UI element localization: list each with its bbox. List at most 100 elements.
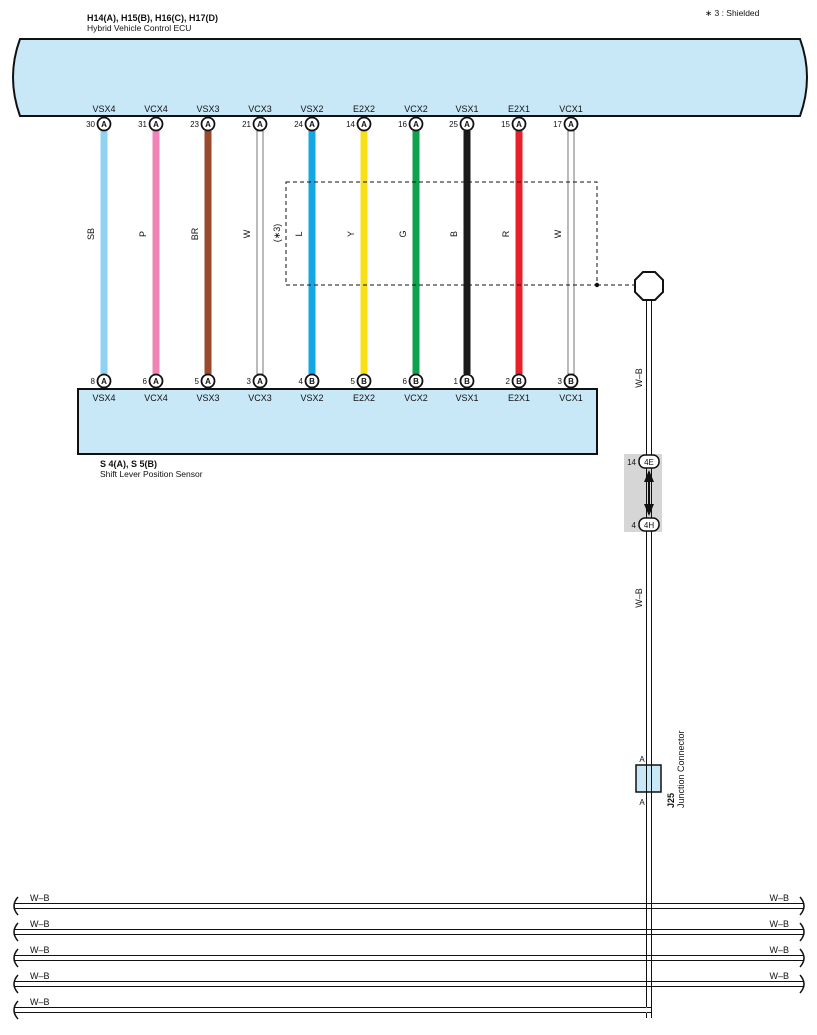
shield-junction-dot: [594, 282, 600, 288]
wire-stroke: [152, 131, 160, 374]
sensor-pin-number: 5: [351, 377, 356, 386]
junction-code: J25: [666, 793, 676, 808]
sensor-pin-connector: [459, 373, 475, 389]
splice-bottom-num: 4: [632, 521, 637, 530]
ecu-pin-number: 16: [398, 120, 407, 129]
junction-pin-bottom: A: [639, 798, 645, 807]
bus-line-0: W–B W–B: [13, 893, 805, 916]
wire-stroke: [308, 131, 316, 374]
wire-stroke: [360, 131, 368, 374]
ecu-pin-number: 14: [346, 120, 355, 129]
sensor-pin-connector: [200, 373, 216, 389]
splice-bottom-code: 4H: [644, 521, 654, 530]
bus-break-right-icon: [799, 948, 805, 968]
wire-color-label: W: [553, 229, 563, 238]
bus-break-right-icon: [799, 922, 805, 942]
sensor-pin-conn-letter: A: [205, 377, 211, 386]
sensor-pin-conn-letter: A: [153, 377, 159, 386]
ecu-pin-conn-letter: A: [516, 120, 522, 129]
wire-stroke: [463, 131, 471, 374]
splice-top-code: 4E: [644, 458, 654, 467]
ecu-pin-conn-letter: A: [464, 120, 470, 129]
ecu-pin-number: 21: [242, 120, 251, 129]
ecu-pin-connector: [511, 116, 527, 132]
sensor-pin-number: 3: [558, 377, 563, 386]
ecu-pin-connector: [459, 116, 475, 132]
ecu-pin-name: VSX3: [196, 104, 219, 114]
ecu-pin-connector: [563, 116, 579, 132]
splice-link-arrows-icon: [644, 470, 654, 516]
sensor-title: S 4(A), S 5(B): [100, 459, 157, 469]
ecu-pin-connector: [408, 116, 424, 132]
wire-color-label: Y: [346, 231, 356, 237]
ecu-pin-name: E2X1: [508, 104, 530, 114]
sensor-pin-conn-letter: A: [101, 377, 107, 386]
sensor-pin-name: VCX4: [144, 393, 168, 403]
sensor-pin-number: 6: [403, 377, 408, 386]
sensor-pin-connector: [511, 373, 527, 389]
sensor-pin-number: 5: [195, 377, 200, 386]
bus-label-left: W–B: [30, 893, 50, 903]
bus-break-left-icon: [13, 1000, 19, 1020]
splice-top-num: 14: [627, 458, 636, 467]
ecu-pin-name: VSX1: [455, 104, 478, 114]
sensor-pin-name: VSX2: [300, 393, 323, 403]
sensor-box: [77, 388, 598, 455]
ecu-subtitle: Hybrid Vehicle Control ECU: [87, 23, 191, 33]
sensor-pin-number: 8: [91, 377, 96, 386]
wire-stroke: [567, 130, 575, 375]
sensor-pin-conn-letter: B: [361, 377, 367, 386]
ecu-pin-connector: [356, 116, 372, 132]
wire-stroke: [204, 131, 212, 374]
sensor-subtitle: Shift Lever Position Sensor: [100, 469, 203, 479]
sensor-pin-conn-letter: B: [309, 377, 315, 386]
sensor-pin-name: VCX1: [559, 393, 583, 403]
bus-line-1: W–B W–B: [13, 919, 805, 942]
ecu-pin-name: VCX4: [144, 104, 168, 114]
bus-label-left: W–B: [30, 997, 50, 1007]
bus-label-right: W–B: [769, 893, 789, 903]
wire-stroke: [256, 130, 264, 375]
wire-color-label: L: [294, 231, 304, 236]
ecu-pin-connector: [148, 116, 164, 132]
bus-label-left: W–B: [30, 919, 50, 929]
shield-box: [285, 181, 598, 286]
ecu-pin-name: VCX2: [404, 104, 428, 114]
ecu-pin-conn-letter: A: [101, 120, 107, 129]
sensor-pin-connector: [252, 373, 268, 389]
ecu-pin-name: E2X2: [353, 104, 375, 114]
sensor-pin-number: 2: [506, 377, 511, 386]
bus-label-right: W–B: [769, 919, 789, 929]
wire-color-label: P: [138, 231, 148, 237]
bus-break-right-icon: [799, 974, 805, 994]
ecu-pin-name: VCX3: [248, 104, 272, 114]
wire-color-label: BR: [190, 227, 200, 240]
ecu-pin-connector: [96, 116, 112, 132]
ecu-pin-conn-letter: A: [309, 120, 315, 129]
wires-layer: SBVSX4A30A8VSX4PVCX4A31A6VCX4BRVSX3A23A5…: [86, 104, 583, 403]
shield-label: (∗3): [272, 224, 282, 243]
wire-color-label: B: [449, 231, 459, 237]
sensor-pin-connector: [304, 373, 320, 389]
sensor-pin-name: E2X2: [353, 393, 375, 403]
junction-connector: [635, 764, 662, 793]
sensor-pin-conn-letter: A: [257, 377, 263, 386]
sensor-pin-conn-letter: B: [568, 377, 574, 386]
ecu-pin-number: 25: [449, 120, 458, 129]
wire-color-label: G: [398, 230, 408, 237]
bus-line-4: W–B: [13, 997, 652, 1020]
sensor-pin-connector: [563, 373, 579, 389]
ecu-pin-conn-letter: A: [205, 120, 211, 129]
ground-wire-label-lower: W–B: [634, 588, 644, 608]
